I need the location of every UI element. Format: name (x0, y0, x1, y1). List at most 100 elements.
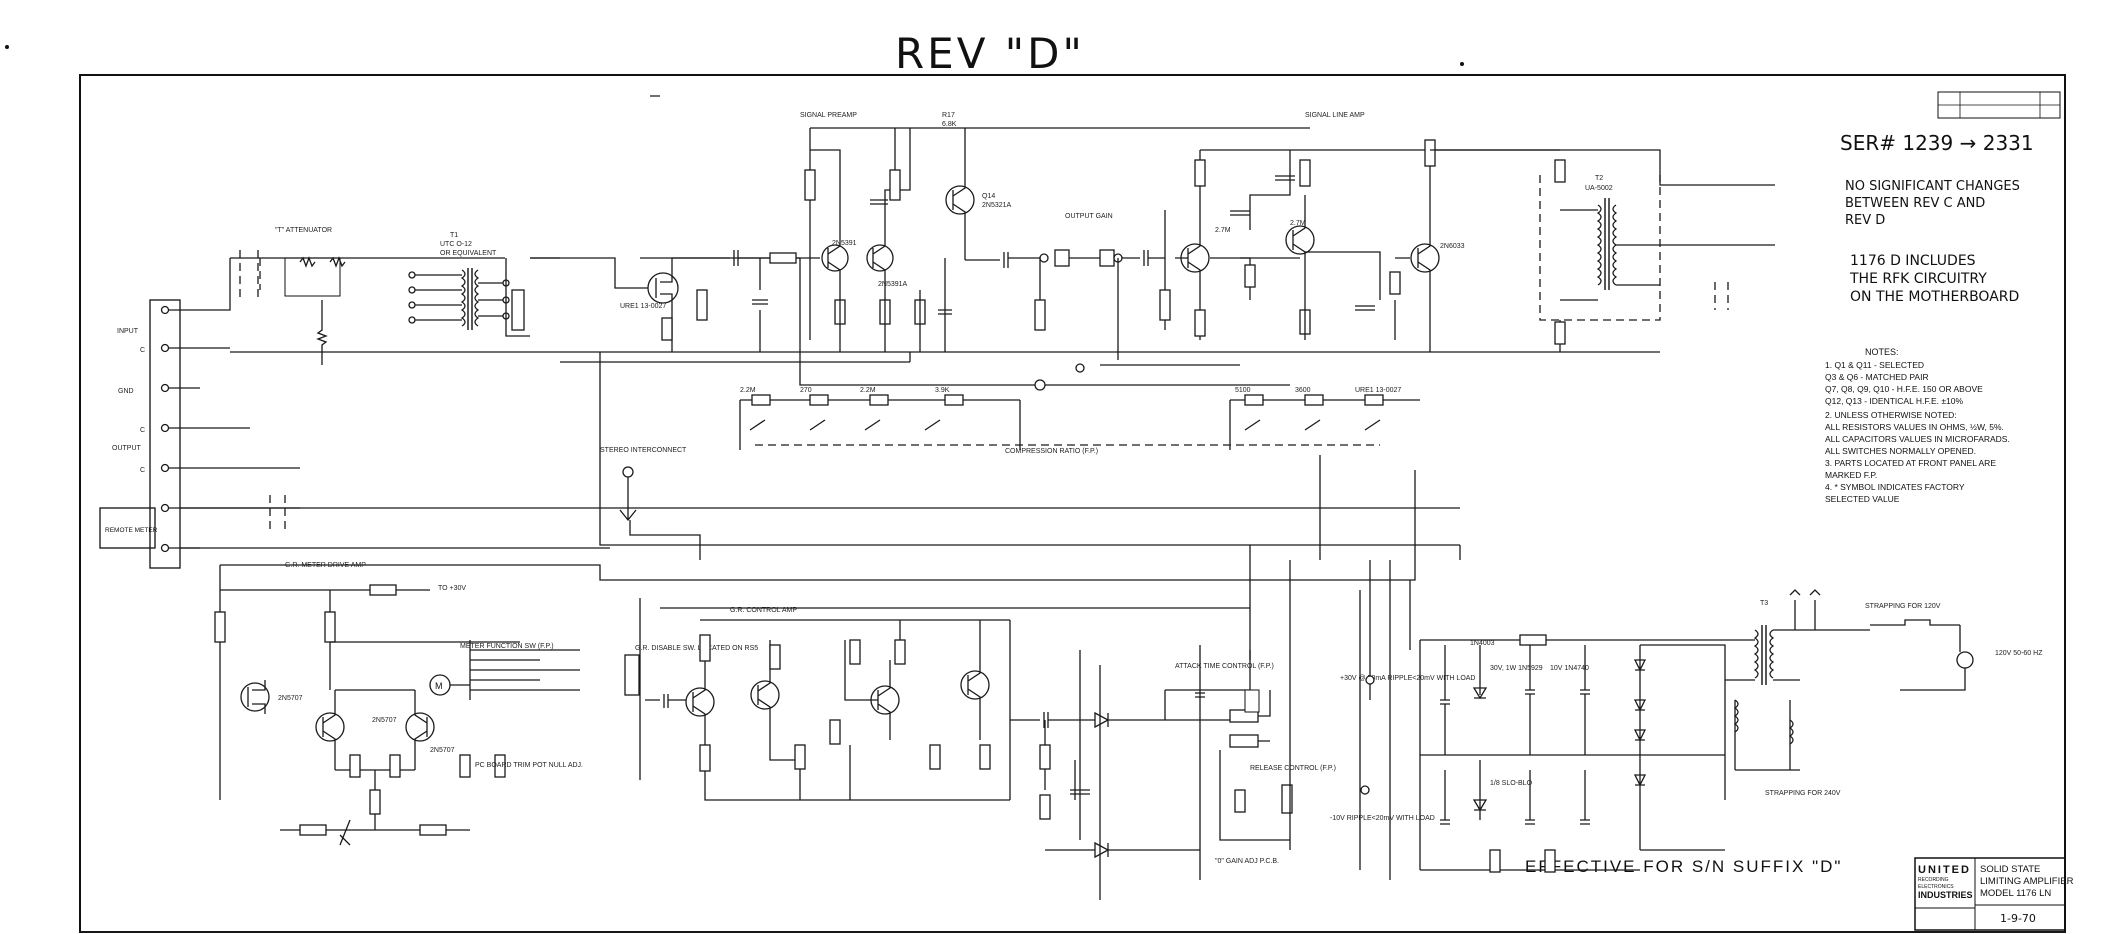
svg-text:2N5707: 2N5707 (372, 717, 397, 724)
svg-text:OR EQUIVALENT: OR EQUIVALENT (440, 250, 497, 257)
label-gnd: GND (118, 388, 134, 395)
transistor-q10 (960, 620, 990, 740)
svg-text:2.2M: 2.2M (740, 387, 756, 394)
transistor-q6 (1410, 160, 1440, 320)
transistor-q12 (315, 690, 345, 770)
transistor-q8 (750, 640, 780, 735)
svg-text:T2: T2 (1595, 175, 1603, 182)
serial-note: SER# 1239 → 2331 (1840, 131, 2034, 155)
svg-text:METER FUNCTION SW (F.P.): METER FUNCTION SW (F.P.) (460, 643, 554, 650)
note-line: ALL RESISTORS VALUES IN OHMS, ½W, 5%. (1825, 422, 2004, 432)
notes-heading: NOTES: (1865, 347, 1899, 357)
svg-text:M: M (435, 681, 443, 691)
transistor-q14: Q14 2N5321A (945, 128, 1012, 260)
company-name: UNITED (1918, 864, 1971, 876)
note-line: SELECTED VALUE (1825, 494, 1900, 504)
transistor-q9 (870, 660, 900, 740)
svg-text:2N6033: 2N6033 (1440, 243, 1465, 250)
svg-text:2N5391A: 2N5391A (878, 281, 908, 288)
change-note-1: NO SIGNIFICANT CHANGES (1845, 179, 2020, 194)
svg-text:2N5707: 2N5707 (278, 695, 303, 702)
rfk-note-2: THE RFK CIRCUITRY (1849, 271, 1987, 287)
svg-text:2.2M: 2.2M (860, 387, 876, 394)
label-release: RELEASE CONTROL (F.P.) (1250, 765, 1336, 772)
label-output-gain: OUTPUT GAIN (1065, 213, 1113, 220)
notes-block: NOTES: 1. Q1 & Q11 - SELECTED Q3 & Q6 - … (1825, 347, 2010, 504)
note-line: 1. Q1 & Q11 - SELECTED (1825, 360, 1924, 370)
svg-text:2N5321A: 2N5321A (982, 202, 1012, 209)
svg-text:G.R. DISABLE SW. LOCATED ON RS: G.R. DISABLE SW. LOCATED ON RS5 (635, 645, 758, 652)
svg-text:ELECTRONICS: ELECTRONICS (1918, 884, 1954, 890)
svg-text:UA-5002: UA-5002 (1585, 185, 1613, 192)
title-block: UNITED RECORDING ELECTRONICS INDUSTRIES … (1914, 857, 2074, 931)
svg-text:C: C (140, 427, 145, 434)
svg-text:2N5391: 2N5391 (832, 240, 857, 247)
drawing-date: 1-9-70 (2000, 912, 2036, 925)
note-line: ALL SWITCHES NORMALLY OPENED. (1825, 446, 1976, 456)
note-line: Q12, Q13 - IDENTICAL H.F.E. ±10% (1825, 396, 1963, 406)
svg-text:URE1 13-0027: URE1 13-0027 (1355, 387, 1401, 394)
rfk-note-3: ON THE MOTHERBOARD (1850, 289, 2019, 305)
t-attenuator (259, 256, 346, 365)
change-note-3: REV D (1845, 213, 1885, 228)
svg-text:TO +30V: TO +30V (438, 585, 466, 592)
svg-text:C: C (140, 467, 145, 474)
label-supply-neg: -10V RIPPLE<20mV WITH LOAD (1330, 815, 1435, 822)
label-attack: ATTACK TIME CONTROL (F.P.) (1175, 663, 1274, 670)
label-output: OUTPUT (112, 445, 142, 452)
svg-text:R17: R17 (942, 112, 955, 119)
svg-text:T3: T3 (1760, 600, 1768, 607)
svg-text:5100: 5100 (1235, 387, 1251, 394)
svg-text:270: 270 (800, 387, 812, 394)
effective-note: EFFECTIVE FOR S/N SUFFIX "D" (1525, 857, 1842, 876)
svg-text:Q14: Q14 (982, 193, 995, 200)
svg-text:RECORDING: RECORDING (1918, 877, 1949, 883)
svg-text:"0" GAIN ADJ P.C.B.: "0" GAIN ADJ P.C.B. (1215, 858, 1279, 865)
note-line: Q3 & Q6 - MATCHED PAIR (1825, 372, 1929, 382)
transistor-q5 (1285, 195, 1315, 300)
svg-text:1N4003: 1N4003 (1470, 640, 1495, 647)
transistor-q3 (866, 222, 894, 290)
svg-text:REMOTE METER: REMOTE METER (105, 527, 158, 534)
svg-text:1/8 SLO-BLO: 1/8 SLO-BLO (1490, 780, 1533, 787)
svg-text:2.7M: 2.7M (1215, 227, 1231, 234)
svg-text:LIMITING AMPLIFIER: LIMITING AMPLIFIER (1980, 876, 2074, 887)
revision-title: REV "D" (895, 29, 1085, 78)
svg-text:3600: 3600 (1295, 387, 1311, 394)
transformer-t2: T2 UA-5002 (1585, 175, 1618, 290)
svg-text:120V 50-60 HZ: 120V 50-60 HZ (1995, 650, 2043, 657)
svg-text:30V, 1W 1N5929: 30V, 1W 1N5929 (1490, 665, 1543, 672)
note-line: MARKED F.P. (1825, 470, 1877, 480)
svg-text:6.8K: 6.8K (942, 121, 957, 128)
io-terminal-strip: INPUT GND OUTPUT C C C (112, 299, 181, 569)
transistor-q2 (821, 222, 849, 290)
svg-text:MODEL 1176 LN: MODEL 1176 LN (1980, 888, 2051, 899)
note-line: Q7, Q8, Q9, Q10 - H.F.E. 150 OR ABOVE (1825, 384, 1983, 394)
svg-text:STEREO INTERCONNECT: STEREO INTERCONNECT (600, 447, 687, 454)
transformer-t3: T3 (1753, 600, 1775, 685)
label-gr-control-amp: G.R. CONTROL AMP (730, 607, 797, 614)
stereo-interconnect-jack: STEREO INTERCONNECT (600, 447, 687, 522)
transformer-t1: T1 UTC O-12 OR EQUIVALENT (408, 232, 510, 330)
fet-q1: URE1 13-0027 (620, 270, 679, 310)
label-t-attenuator: "T" ATTENUATOR (275, 227, 332, 234)
rfk-note-1: 1176 D INCLUDES (1850, 253, 1976, 269)
mains-plug: 120V 50-60 HZ (1900, 625, 2043, 691)
note-line: 4. * SYMBOL INDICATES FACTORY (1825, 482, 1965, 492)
remote-meter-box: REMOTE METER (99, 507, 158, 549)
transistor-q7 (685, 660, 715, 740)
label-signal-preamp: SIGNAL PREAMP (800, 112, 857, 119)
change-note-2: BETWEEN REV C AND (1845, 196, 1985, 211)
svg-text:STRAPPING FOR 240V: STRAPPING FOR 240V (1765, 790, 1841, 797)
svg-text:URE1 13-0027: URE1 13-0027 (620, 303, 666, 310)
product-name: SOLID STATE (1980, 864, 2040, 875)
label-input: INPUT (117, 328, 139, 335)
fet-q11: 2N5707 (240, 680, 303, 714)
svg-text:10V 1N4740: 10V 1N4740 (1550, 665, 1589, 672)
svg-text:PC BOARD TRIM POT NULL ADJ.: PC BOARD TRIM POT NULL ADJ. (475, 762, 583, 769)
svg-text:2.7M: 2.7M (1290, 220, 1306, 227)
note-line: ALL CAPACITORS VALUES IN MICROFARADS. (1825, 434, 2010, 444)
svg-text:C: C (140, 347, 145, 354)
note-line: 3. PARTS LOCATED AT FRONT PANEL ARE (1825, 458, 1996, 468)
svg-text:2N5707: 2N5707 (430, 747, 455, 754)
